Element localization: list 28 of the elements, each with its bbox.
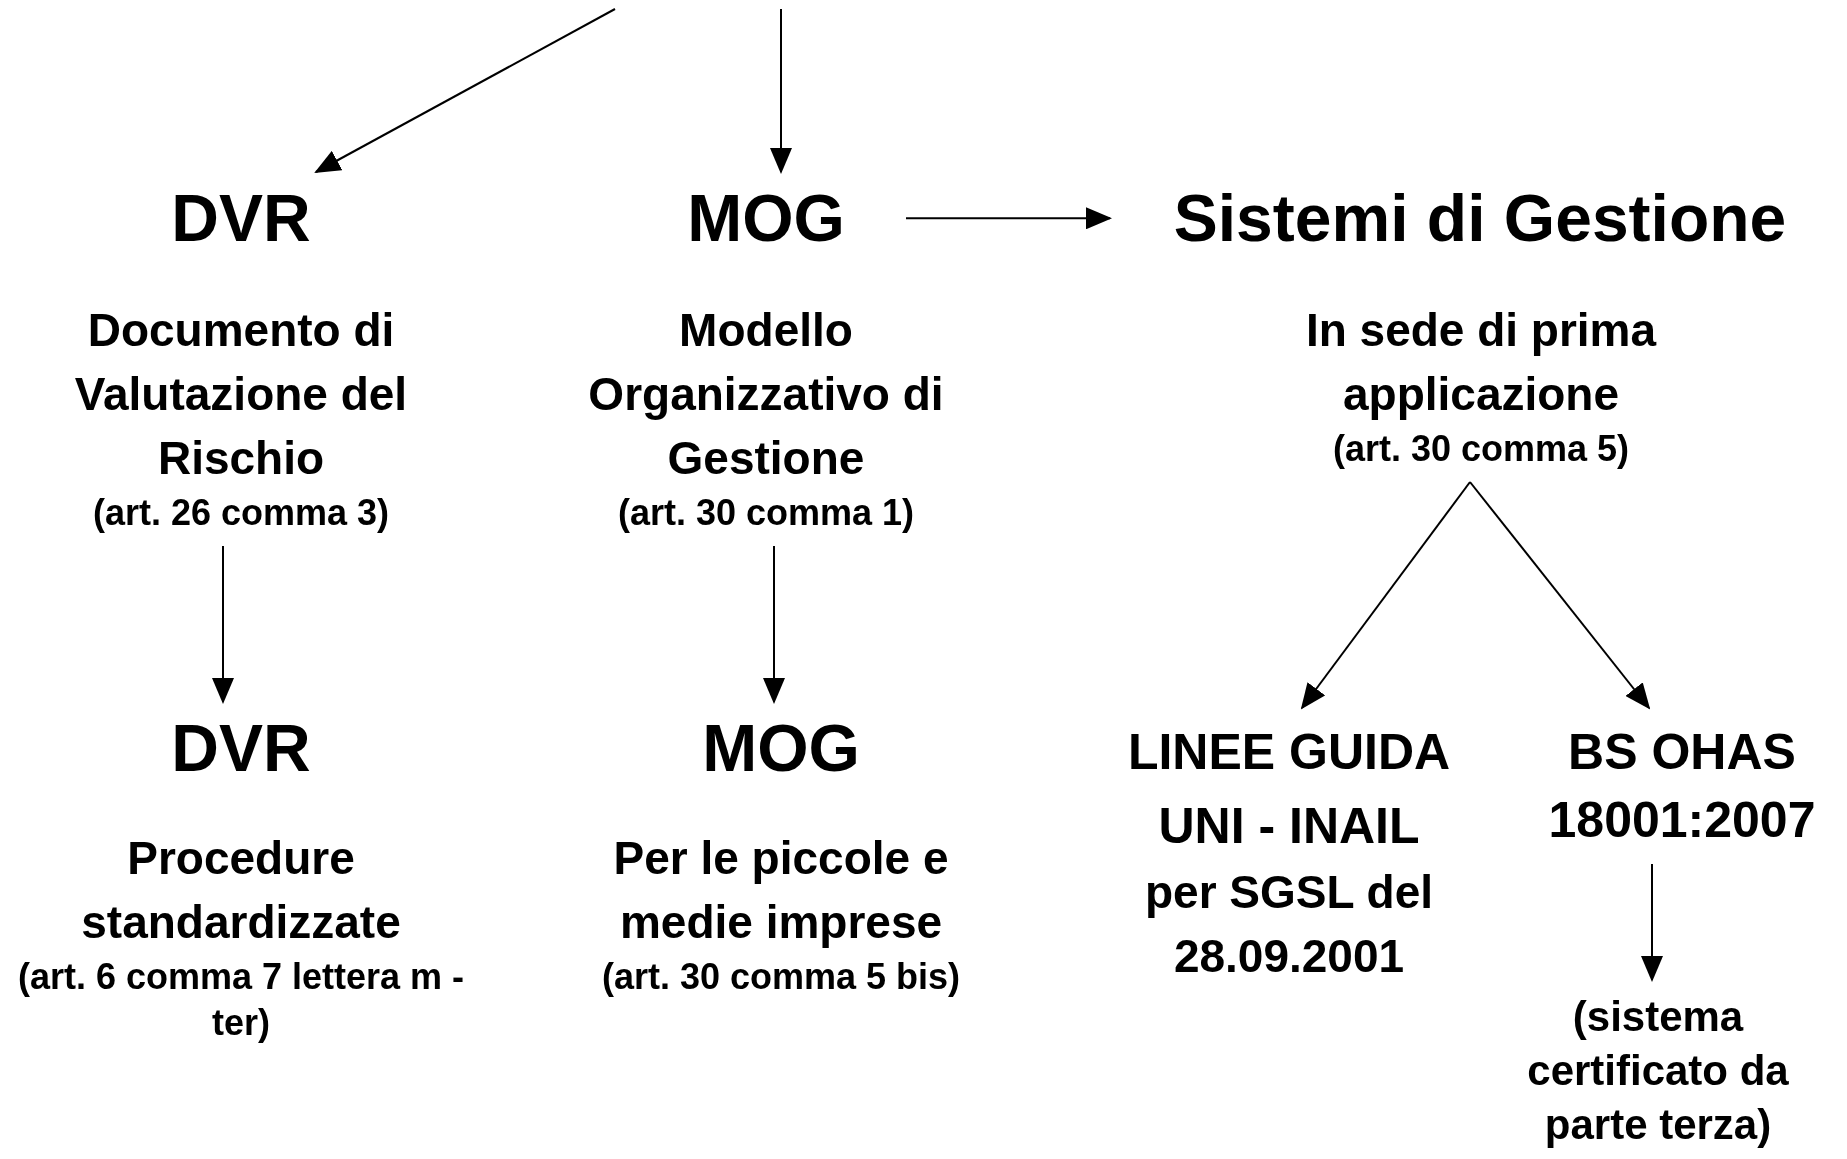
node-text: BS OHAS 18001:2007	[1547, 723, 1817, 850]
node-text: (sistema certificato da parte terza)	[1526, 992, 1790, 1150]
node-text: LINEE GUIDA	[1127, 723, 1451, 782]
arrow	[770, 8, 792, 174]
heading-text: MOG	[702, 712, 860, 785]
arrow	[1469, 481, 1651, 710]
node-text: Documento di Valutazione del Rischio	[73, 303, 409, 486]
node-text: per SGSL del 28.09.2001	[1144, 865, 1434, 984]
node-text: Per le piccole e medie imprese	[612, 831, 950, 950]
arrow	[314, 8, 616, 173]
heading-text: DVR	[171, 712, 311, 785]
heading-text: MOG	[687, 182, 845, 255]
heading-text: Sistemi di Gestione	[1173, 182, 1787, 255]
article-reference: (art. 26 comma 3)	[92, 491, 390, 535]
article-reference: (art. 30 comma 5 bis)	[601, 955, 961, 999]
article-reference: (art. 6 comma 7 lettera m - ter)	[16, 955, 466, 1045]
heading-text: DVR	[171, 182, 311, 255]
article-reference: (art. 30 comma 5)	[1332, 427, 1630, 471]
node-text: In sede di prima applicazione	[1304, 303, 1658, 422]
node-text: UNI - INAIL	[1158, 797, 1420, 856]
node-text: Modello Organizzativo di Gestione	[587, 303, 945, 486]
arrow	[1300, 481, 1471, 710]
arrow	[1641, 863, 1663, 982]
arrow	[212, 545, 234, 704]
arrow	[763, 545, 785, 704]
node-text: Procedure standardizzate	[80, 831, 402, 950]
arrow	[905, 207, 1112, 230]
article-reference: (art. 30 comma 1)	[617, 491, 915, 535]
